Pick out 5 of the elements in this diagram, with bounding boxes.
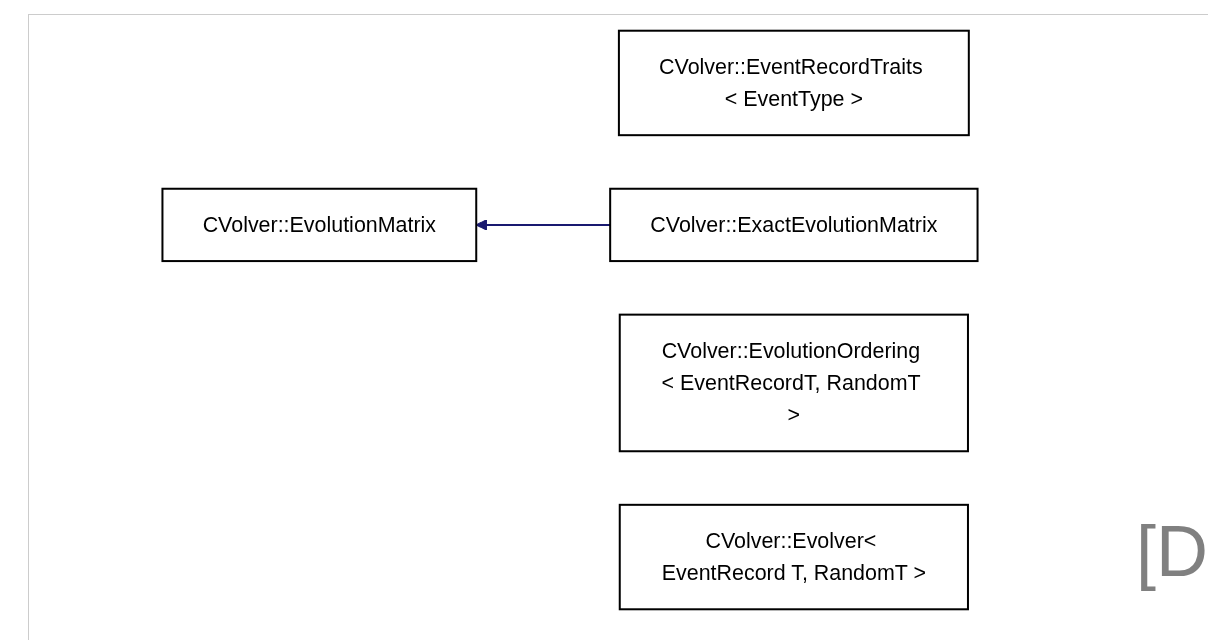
node-box: CVolver::EvolutionMatrix [161,187,478,263]
node-box: CVolver::EvolutionOrdering < EventRecordT, RandomT > [618,313,969,453]
node-box: CVolver::EventRecordTraits < EventType > [617,29,970,137]
node-box: CVolver::ExactEvolutionMatrix [609,187,979,263]
node-box: CVolver::Evolver< EventRecord T, RandomT > [618,503,969,611]
